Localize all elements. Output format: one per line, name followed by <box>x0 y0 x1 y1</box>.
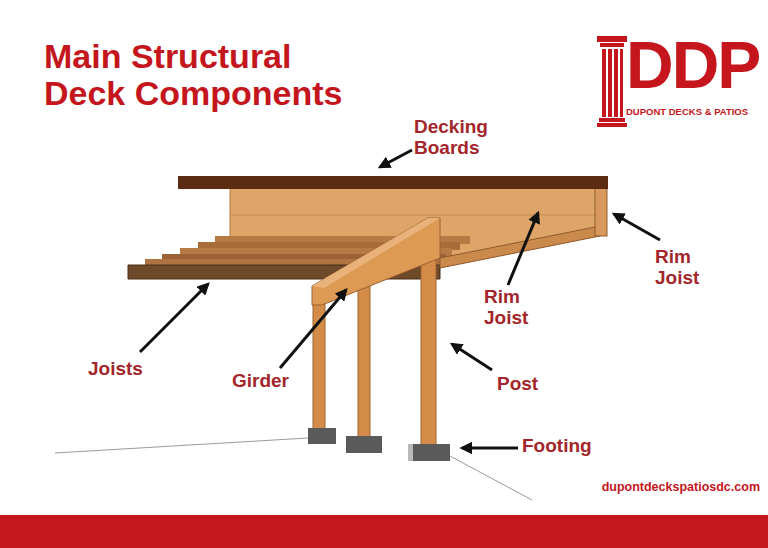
rim-joist <box>595 184 607 236</box>
leader-arrows <box>140 150 660 448</box>
part-name: Rim Joist <box>484 287 544 328</box>
footer-bar <box>0 515 768 548</box>
page-title: Main Structural Deck Components <box>44 38 374 112</box>
part-name: Post <box>497 374 557 395</box>
footing <box>308 428 336 444</box>
rim-joist <box>440 226 600 268</box>
footing <box>346 436 382 453</box>
logo-letters: DDP <box>626 30 756 101</box>
ground-line <box>55 438 308 453</box>
footing <box>408 444 450 461</box>
footing-edge <box>408 444 413 461</box>
part-name: Decking Boards <box>414 117 504 158</box>
ground-line <box>450 456 532 500</box>
girder-top <box>312 218 440 288</box>
logo-tagline: DUPONT DECKS & PATIOS <box>626 107 756 117</box>
board-seam <box>230 215 600 216</box>
post <box>358 284 370 440</box>
part-name: Joists <box>88 359 168 380</box>
part-name: Rim Joist <box>655 247 715 288</box>
part-name: Girder <box>232 371 312 392</box>
part-name: Footing <box>522 436 612 457</box>
website-url: dupontdeckspatiosdc.com <box>560 481 760 495</box>
girder <box>312 218 440 305</box>
decking-boards <box>178 176 608 189</box>
logo-column <box>597 36 627 127</box>
